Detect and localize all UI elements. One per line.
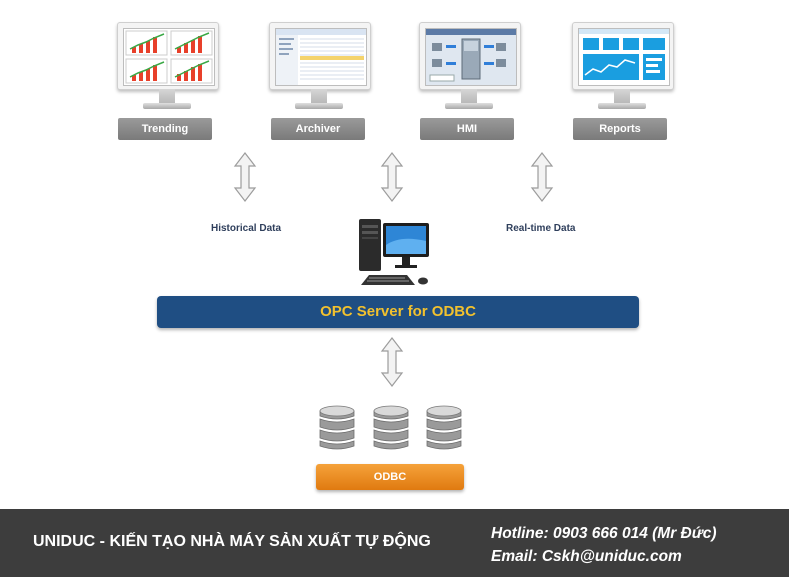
footer-banner: UNIDUC - KIẾN TẠO NHÀ MÁY SẢN XUẤT TỰ ĐỘ… (0, 509, 789, 577)
reports-dashboard-icon (579, 29, 669, 80)
hmi-process-icon (426, 29, 516, 82)
historical-data-caption: Historical Data (211, 223, 282, 234)
double-arrow-icon (530, 152, 554, 202)
realtime-data-caption: Real-time Data (506, 223, 576, 234)
monitor-base (445, 103, 493, 109)
hotline-text[interactable]: Hotline: 0903 666 014 (Mr Đức) (491, 525, 717, 542)
monitor-stand (614, 89, 630, 103)
trending-label[interactable]: Trending (118, 118, 212, 140)
monitor-base (598, 103, 646, 109)
monitor-frame (117, 22, 219, 90)
archiver-table-icon (276, 29, 366, 85)
database-icon (373, 405, 409, 450)
archiver-label[interactable]: Archiver (271, 118, 365, 140)
monitor-frame (572, 22, 674, 90)
monitor-reports (572, 22, 674, 117)
contact-info: Hotline: 0903 666 014 (Mr Đức) Email: Cs… (491, 522, 717, 568)
server-computer-icon (359, 219, 429, 285)
trending-screen (123, 28, 215, 86)
database-icon (426, 405, 462, 450)
monitor-hmi (419, 22, 521, 117)
monitor-trending (117, 22, 219, 117)
archiver-screen (275, 28, 367, 86)
monitor-base (295, 103, 343, 109)
monitor-stand (461, 89, 477, 103)
opc-server-bar[interactable]: OPC Server for ODBC (157, 296, 639, 328)
monitor-stand (311, 89, 327, 103)
monitor-stand (159, 89, 175, 103)
company-slogan: UNIDUC - KIẾN TẠO NHÀ MÁY SẢN XUẤT TỰ ĐỘ… (33, 533, 431, 550)
reports-screen (578, 28, 670, 86)
database-icon (319, 405, 355, 450)
double-arrow-icon (380, 337, 404, 387)
hmi-label[interactable]: HMI (420, 118, 514, 140)
monitor-frame (269, 22, 371, 90)
hmi-screen (425, 28, 517, 86)
monitor-base (143, 103, 191, 109)
reports-label[interactable]: Reports (573, 118, 667, 140)
double-arrow-icon (233, 152, 257, 202)
monitor-frame (419, 22, 521, 90)
trending-charts-icon (125, 30, 213, 84)
monitor-archiver (269, 22, 371, 117)
email-text[interactable]: Email: Cskh@uniduc.com (491, 548, 682, 565)
odbc-button[interactable]: ODBC (316, 464, 464, 490)
double-arrow-icon (380, 152, 404, 202)
